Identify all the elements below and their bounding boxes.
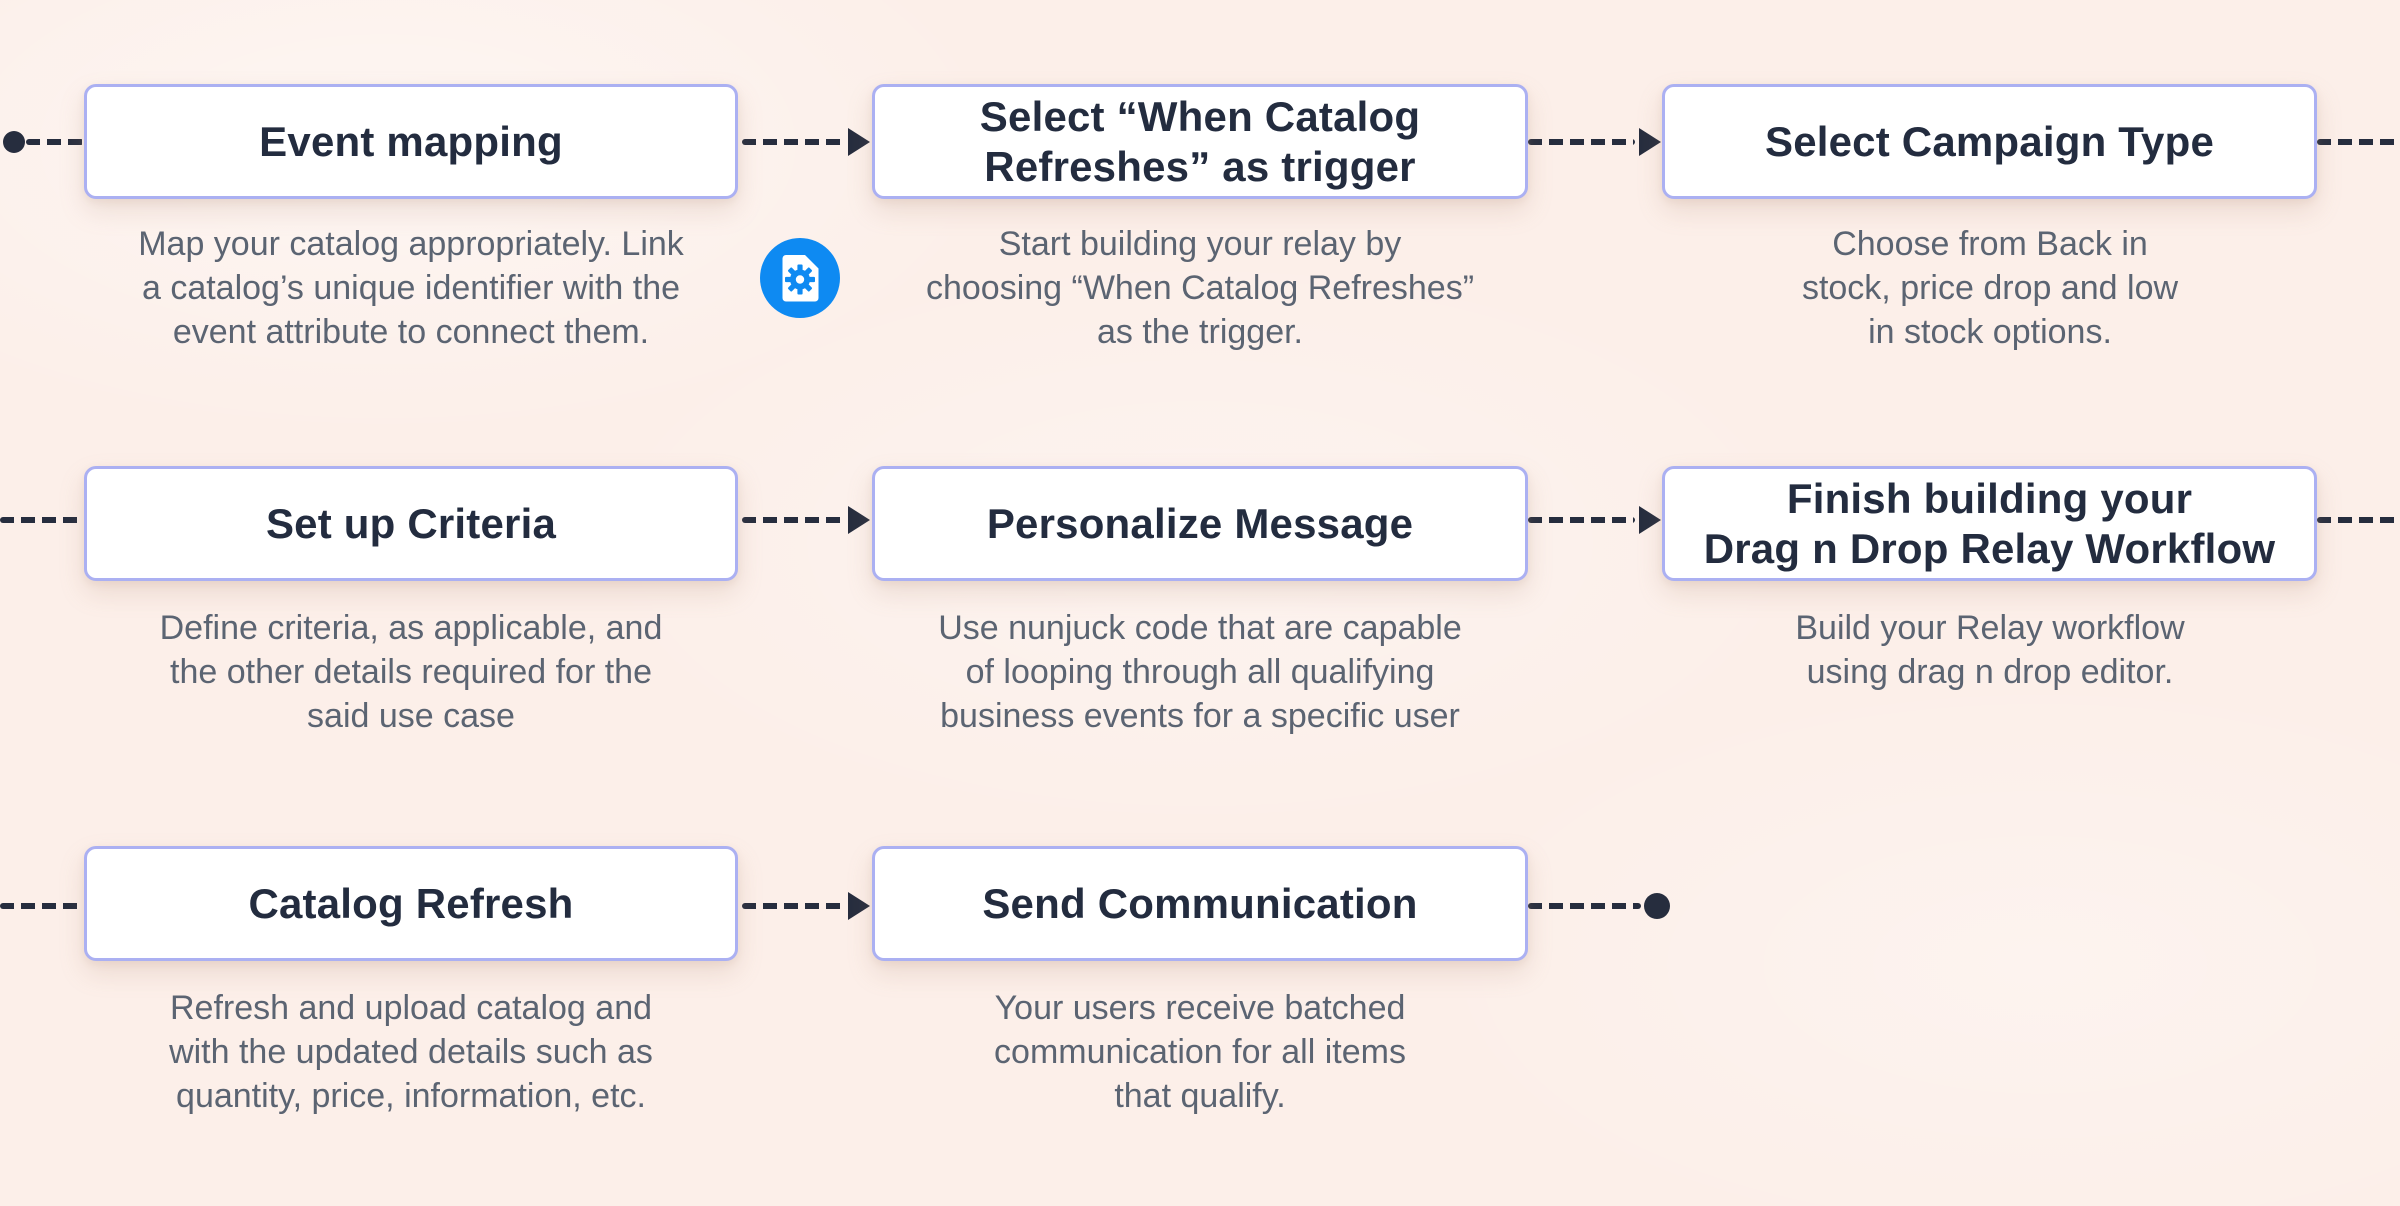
document-gear-icon — [760, 238, 840, 318]
dashed-connector — [742, 139, 844, 145]
dashed-connector — [742, 517, 844, 523]
step-title: Event mapping — [259, 117, 563, 165]
step-box-finish-workflow: Finish building your Drag n Drop Relay W… — [1662, 466, 2317, 581]
dashed-connector — [1528, 903, 1641, 909]
step-box-set-up-criteria: Set up Criteria — [84, 466, 738, 581]
arrowhead-icon — [848, 892, 870, 920]
step-description: Refresh and upload catalog and with the … — [169, 989, 653, 1115]
step-description: Build your Relay workflow using drag n d… — [1795, 609, 2185, 691]
dashed-connector — [1528, 517, 1635, 523]
step-title: Send Communication — [982, 879, 1418, 927]
step-description: Choose from Back in stock, price drop an… — [1801, 225, 2179, 351]
arrowhead-icon — [848, 128, 870, 156]
step-title: Personalize Message — [986, 499, 1414, 547]
step-description: Use nunjuck code that are capable of loo… — [938, 609, 1462, 735]
step-title: Select Campaign Type — [1764, 117, 2215, 165]
dashed-connector — [26, 139, 84, 145]
step-title: Select “When Catalog Refreshes” as trigg… — [979, 92, 1421, 190]
arrowhead-icon — [848, 506, 870, 534]
step-description: Start building your relay by choosing “W… — [925, 225, 1475, 351]
arrowhead-icon — [1639, 506, 1661, 534]
step-description: Map your catalog appropriately. Link a c… — [138, 225, 684, 351]
dashed-connector — [742, 903, 844, 909]
dashed-connector — [2317, 139, 2400, 145]
step-box-event-mapping: Event mapping — [84, 84, 738, 199]
step-title: Catalog Refresh — [248, 879, 574, 927]
step-box-catalog-refresh: Catalog Refresh — [84, 846, 738, 961]
step-title: Finish building your Drag n Drop Relay W… — [1703, 474, 2276, 572]
step-box-select-trigger: Select “When Catalog Refreshes” as trigg… — [872, 84, 1528, 199]
arrowhead-icon — [1639, 128, 1661, 156]
flow-start-dot — [3, 131, 25, 153]
dashed-connector — [1528, 139, 1635, 145]
step-description: Your users receive batched communication… — [994, 989, 1406, 1115]
dashed-connector — [2317, 517, 2400, 523]
step-box-send-communication: Send Communication — [872, 846, 1528, 961]
step-box-select-campaign-type: Select Campaign Type — [1662, 84, 2317, 199]
dashed-connector — [0, 517, 82, 523]
flow-end-dot — [1644, 893, 1670, 919]
step-title: Set up Criteria — [265, 499, 557, 547]
dashed-connector — [0, 903, 82, 909]
step-box-personalize-message: Personalize Message — [872, 466, 1528, 581]
step-description: Define criteria, as applicable, and the … — [159, 609, 663, 735]
